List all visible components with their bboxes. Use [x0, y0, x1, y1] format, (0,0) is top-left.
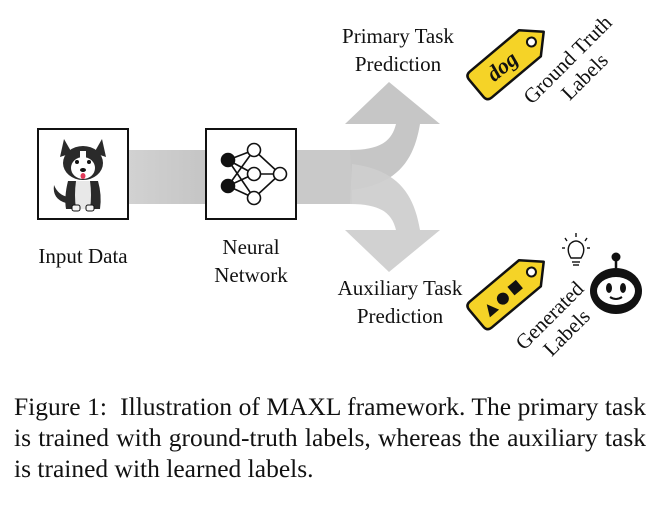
primary-task-label-line1: Primary Task — [342, 24, 454, 48]
neural-network-icon — [220, 142, 288, 206]
husky-dog-icon — [53, 139, 106, 212]
generated-label-tag-icon — [466, 259, 545, 331]
figure-caption-text: Illustration of MAXL framework. The prim… — [14, 392, 647, 483]
neural-network-label-line2: Network — [214, 263, 288, 287]
figure-caption: Figure 1: Illustration of MAXL framework… — [14, 391, 646, 484]
primary-task-label: Primary Task Prediction — [318, 22, 478, 78]
maxl-diagram: dog — [37, 29, 642, 331]
auxiliary-task-label-line1: Auxiliary Task — [337, 276, 463, 300]
neural-network-box — [205, 128, 297, 220]
flow-band-network — [296, 150, 352, 204]
neural-network-label-line1: Neural — [222, 235, 280, 259]
lightbulb-icon — [562, 233, 590, 266]
auxiliary-task-label-line2: Prediction — [356, 304, 444, 328]
primary-task-label-line2: Prediction — [354, 52, 442, 76]
neural-network-label: Neural Network — [196, 233, 306, 289]
auxiliary-task-label: Auxiliary Task Prediction — [318, 274, 482, 330]
input-data-label: Input Data — [38, 244, 128, 268]
robot-icon — [590, 252, 642, 314]
auxiliary-branch-arrow — [345, 164, 440, 272]
figure-caption-prefix: Figure 1: — [14, 392, 107, 421]
flow-band-input — [128, 150, 210, 204]
primary-branch-arrow — [345, 82, 440, 190]
input-data-box — [37, 128, 129, 220]
